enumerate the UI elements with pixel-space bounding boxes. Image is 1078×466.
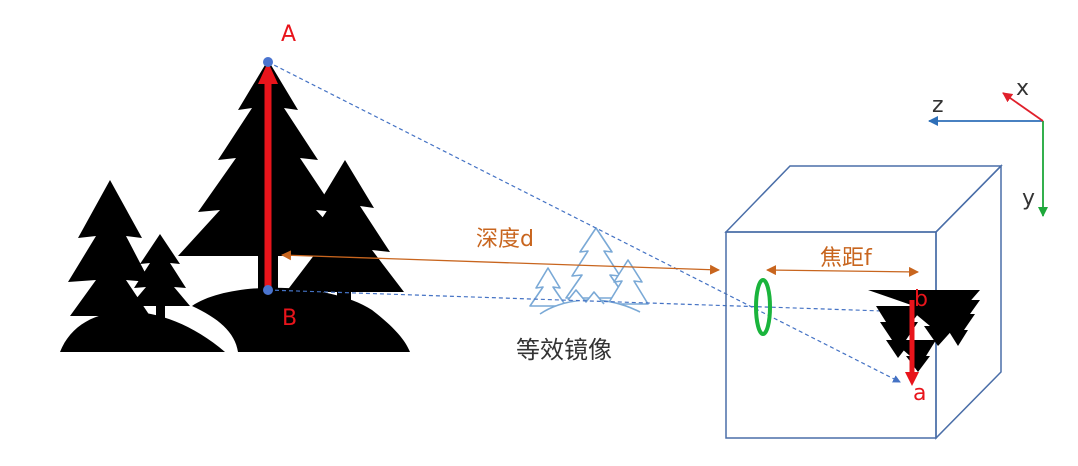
mirror-forest-icon — [529, 227, 649, 315]
label-point-A: A — [281, 22, 296, 47]
point-B-marker — [263, 285, 273, 295]
depth-dimension-arrow — [281, 250, 720, 275]
axis-x-arrow — [1002, 92, 1044, 122]
camera-side-face — [935, 164, 1002, 440]
label-point-b: b — [914, 287, 928, 312]
pine-tree-left — [68, 180, 150, 340]
right-hill — [192, 287, 410, 352]
label-depth: 深度d — [476, 227, 534, 252]
label-equivalent-mirror: 等效镜像 — [516, 336, 612, 364]
forest-scene-icon — [60, 60, 410, 352]
ray-A-to-a — [267, 61, 901, 383]
label-point-B: B — [282, 306, 297, 331]
pine-tree-small — [130, 234, 190, 320]
left-hill — [60, 311, 225, 352]
label-axis-x: x — [1016, 76, 1029, 101]
ray-B-to-b — [267, 289, 913, 316]
camera-top-face — [724, 165, 1003, 233]
focal-dimension-arrow — [766, 265, 919, 277]
label-point-a: a — [913, 381, 926, 406]
projection-rays — [267, 61, 913, 383]
label-axis-y: y — [1022, 186, 1035, 211]
label-focal-length: 焦距f — [820, 246, 873, 271]
coordinate-axes — [928, 92, 1048, 217]
label-axis-z: z — [932, 93, 944, 118]
lens-icon — [754, 278, 772, 336]
point-A-marker — [263, 57, 273, 67]
